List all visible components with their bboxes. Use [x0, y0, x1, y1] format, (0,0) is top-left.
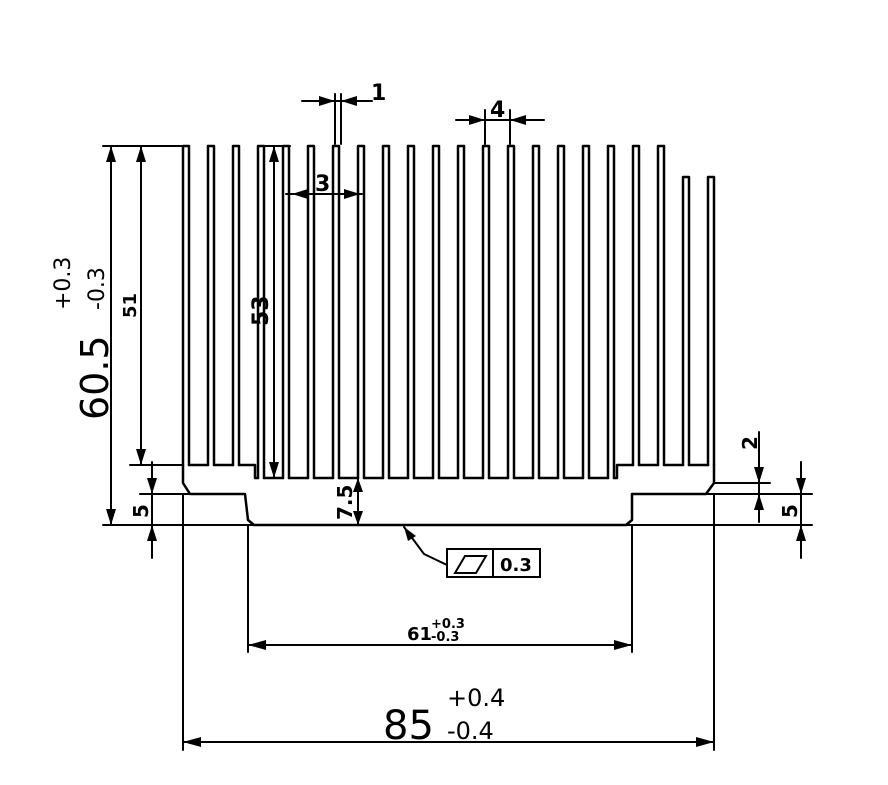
fin	[306, 144, 316, 480]
fin	[631, 144, 641, 467]
dim-fin-height: 53	[249, 295, 274, 326]
fin	[231, 144, 241, 467]
fin	[381, 144, 391, 480]
fin	[706, 175, 716, 467]
dim-inner-width-tol-minus: -0.3	[431, 630, 459, 645]
dimension-texts: 1 4 3 53 51 7.5 5 5 2 60.5 +0.3 -0.3 61 …	[51, 81, 802, 749]
dim-fin-thickness: 1	[371, 81, 386, 106]
fin	[206, 144, 216, 467]
base-top-segments	[187, 463, 710, 480]
base-top-segment	[612, 463, 635, 480]
dim-inner-width: 61	[407, 624, 432, 645]
fin	[681, 175, 691, 467]
dim-total-width-tol-minus: -0.4	[447, 717, 494, 745]
fin	[281, 144, 291, 480]
fin	[656, 144, 666, 467]
dim-edge-offset: 2	[738, 436, 762, 450]
dim-inner-width-tol-plus: +0.3	[431, 617, 465, 632]
flatness-callout: 0.3	[403, 526, 541, 578]
flatness-icon	[453, 555, 488, 574]
dim-base-thickness: 7.5	[333, 485, 357, 520]
dim-total-height-tol-minus: -0.3	[85, 267, 110, 310]
dim-total-height-tol-plus: +0.3	[51, 257, 76, 310]
fin	[581, 144, 591, 480]
dim-step-left: 5	[129, 504, 153, 518]
extension-lines	[102, 145, 813, 751]
dim-inner-height: 51	[120, 293, 141, 318]
dimension-lines	[106, 93, 806, 747]
fin	[556, 144, 566, 480]
fin	[181, 144, 191, 467]
fin	[531, 144, 541, 480]
fins	[181, 144, 716, 480]
dim-fin-pitch: 4	[490, 98, 505, 123]
fin	[606, 144, 616, 480]
heatsink-profile	[181, 144, 716, 527]
flatness-value: 0.3	[500, 555, 532, 576]
dim-total-height: 60.5	[73, 335, 117, 420]
fin	[356, 144, 366, 480]
dim-total-width-tol-plus: +0.4	[447, 684, 505, 712]
fin	[331, 144, 341, 480]
dim-total-width: 85	[383, 703, 434, 749]
base-top-segment	[237, 463, 260, 480]
fin	[431, 144, 441, 480]
dim-step-right: 5	[778, 504, 802, 518]
fin	[506, 144, 516, 480]
fin	[481, 144, 491, 480]
fin	[406, 144, 416, 480]
fin	[456, 144, 466, 480]
dim-fin-gap: 3	[315, 172, 330, 197]
